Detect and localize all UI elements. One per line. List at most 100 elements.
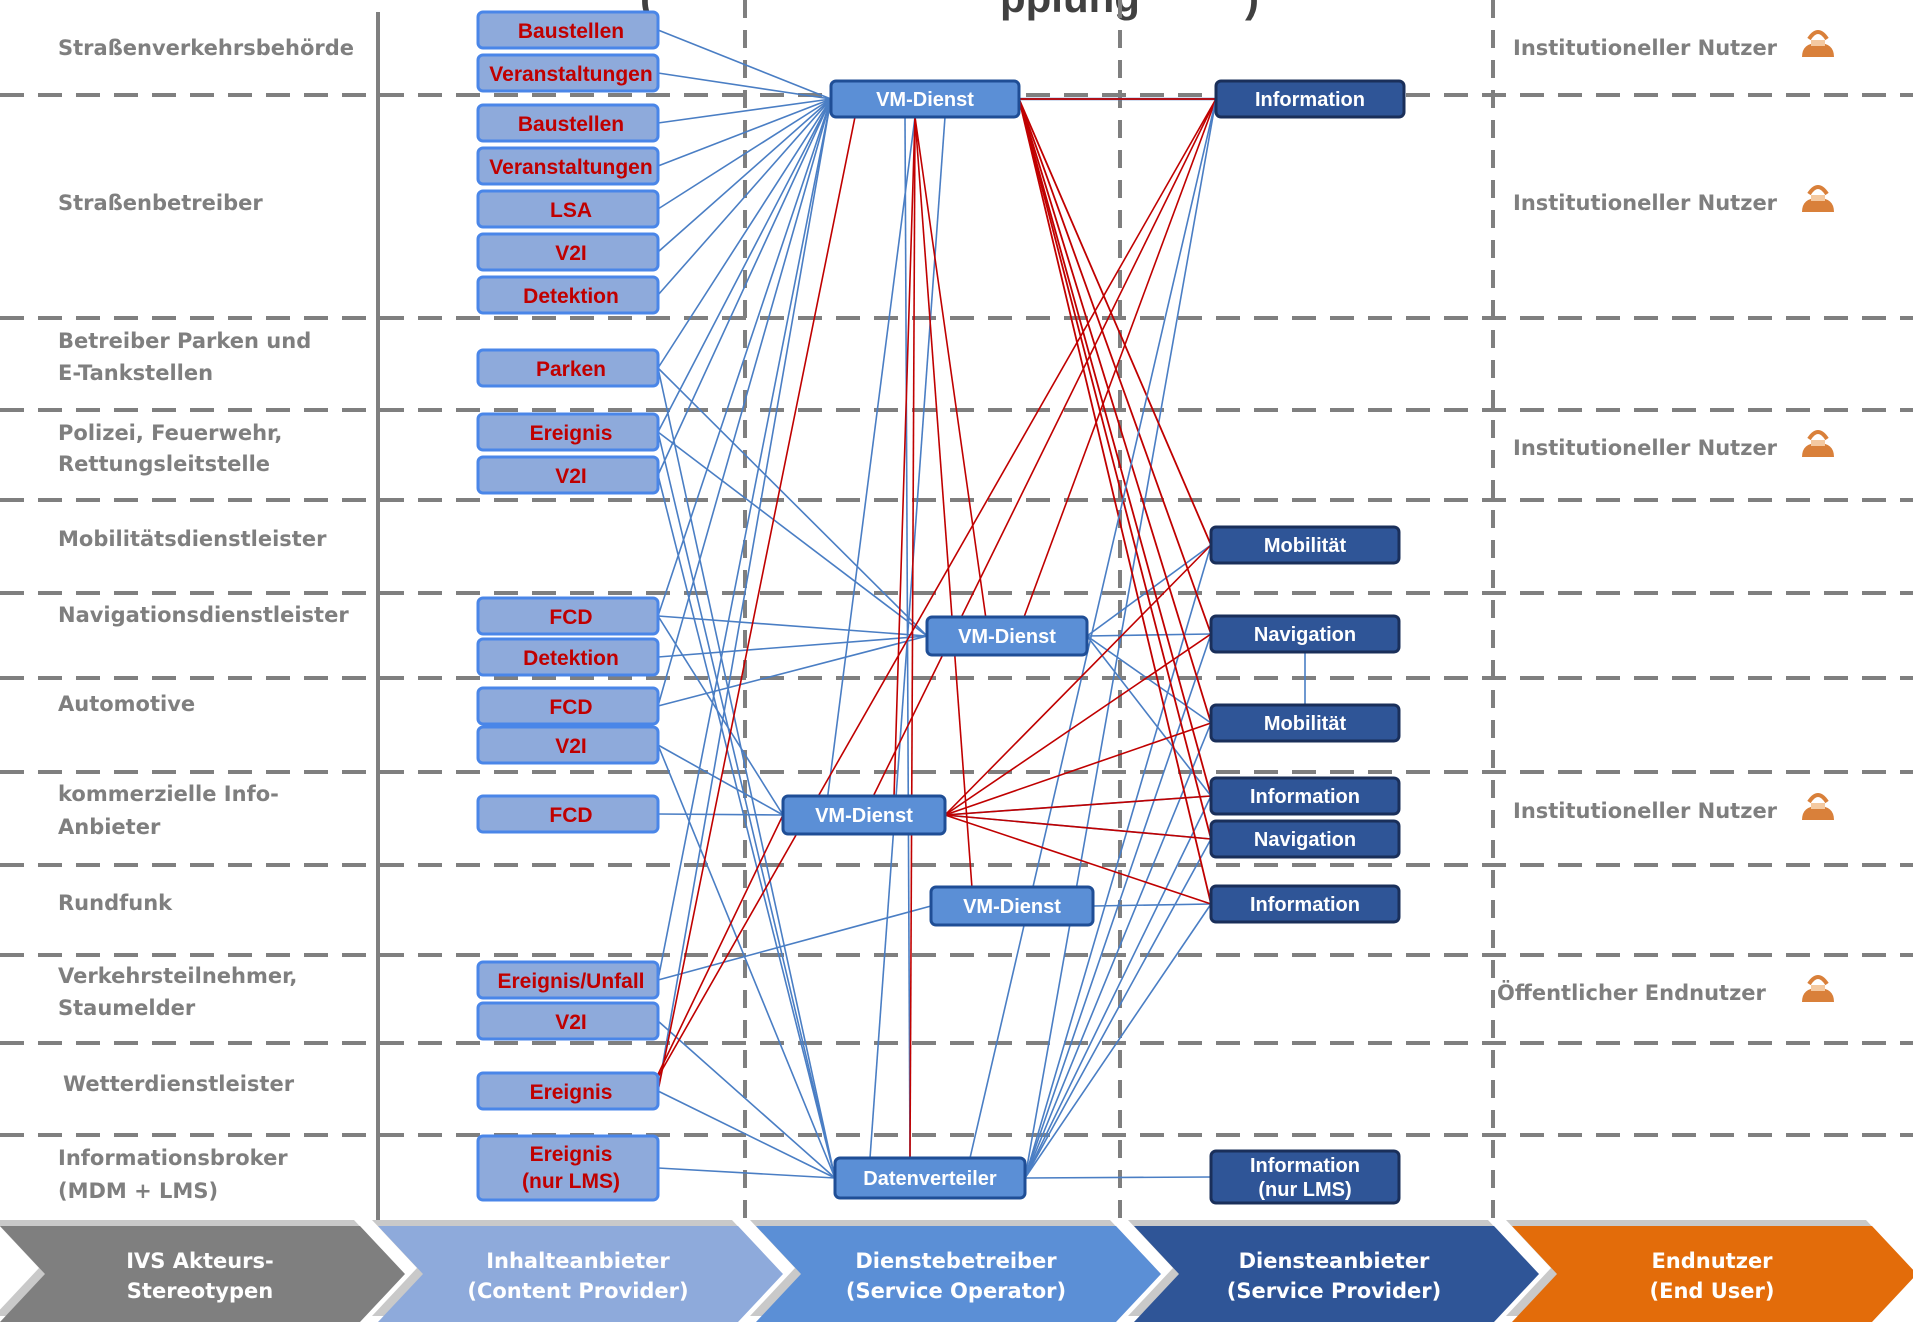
content-box[interactable]: Detektion xyxy=(476,637,660,677)
connection-line xyxy=(657,1020,836,1179)
footer-chevron-shape xyxy=(756,1226,1161,1322)
person-icon xyxy=(1802,793,1834,820)
content-box-label: LSA xyxy=(550,199,592,222)
content-box-rect xyxy=(476,103,660,143)
connection-line xyxy=(1024,795,1212,1179)
provider-node[interactable]: Information xyxy=(1209,884,1401,924)
content-box[interactable]: Veranstaltungen xyxy=(476,146,660,186)
footer-chevron-subtitle: (Service Provider) xyxy=(1227,1279,1442,1303)
provider-node-label: Mobilität xyxy=(1264,713,1347,735)
connection-line xyxy=(944,795,1212,816)
footer-chevron: IVS Akteurs-Stereotypen xyxy=(0,1220,405,1322)
connection-line xyxy=(649,98,1217,1092)
provider-node-rect xyxy=(1209,819,1401,859)
content-box[interactable]: V2I xyxy=(476,1001,660,1041)
actor-label-line1: Polizei, Feuerwehr, xyxy=(58,421,282,445)
datenverteiler-node[interactable]: Datenverteiler xyxy=(833,1156,1027,1200)
connection-line xyxy=(1092,903,1212,907)
title-fragment: ( pplung ) xyxy=(640,0,1259,21)
content-box-label: Baustellen xyxy=(518,20,624,43)
connection-line xyxy=(657,98,832,253)
vm-dienst-node[interactable]: VM-Dienst xyxy=(929,885,1095,927)
content-box[interactable]: Detektion xyxy=(476,275,660,315)
connection-line xyxy=(944,722,1212,816)
content-box[interactable]: Ereignis xyxy=(476,1071,660,1111)
operator-node-label: VM-Dienst xyxy=(876,89,974,111)
provider-node[interactable]: Information xyxy=(1214,79,1406,119)
vm-dienst-node[interactable]: VM-Dienst xyxy=(781,794,947,836)
content-box[interactable]: FCD xyxy=(476,794,660,834)
content-box-rect xyxy=(476,1134,660,1202)
end-user: Institutioneller Nutzer xyxy=(1513,793,1834,823)
connection-line xyxy=(657,98,832,1092)
footer-chevron-shape xyxy=(1134,1226,1539,1322)
end-user-label: Öffentlicher Endnutzer xyxy=(1497,980,1767,1005)
actor-label: Automotive xyxy=(58,692,195,716)
actor-label-line1: Mobilitätsdienstleister xyxy=(58,527,327,551)
footer-chevron-title: Dienstebetreiber xyxy=(855,1249,1057,1273)
content-box[interactable]: FCD xyxy=(476,686,660,726)
vm-dienst-node[interactable]: VM-Dienst xyxy=(925,615,1089,657)
footer-chevron: Inhalteanbieter(Content Provider) xyxy=(372,1220,783,1322)
content-box-label: V2I xyxy=(555,735,587,758)
connection-line xyxy=(863,98,1217,816)
connection-line xyxy=(1018,98,1212,905)
connection-line xyxy=(944,814,1212,840)
footer-chevron-subtitle: (Service Operator) xyxy=(846,1279,1066,1303)
connection-line xyxy=(1024,1176,1212,1179)
vm-dienst-node[interactable]: VM-Dienst xyxy=(829,79,1021,119)
connection-line xyxy=(657,474,836,1179)
provider-node-sublabel: (nur LMS) xyxy=(1258,1179,1351,1201)
provider-node-label: Navigation xyxy=(1254,624,1356,646)
end-user: Institutioneller Nutzer xyxy=(1513,185,1834,215)
provider-node[interactable]: Navigation xyxy=(1209,819,1401,859)
content-box[interactable]: V2I xyxy=(476,725,660,765)
provider-node[interactable]: Navigation xyxy=(1209,614,1401,654)
connection-line xyxy=(893,116,916,798)
operator-node-rect xyxy=(829,79,1021,119)
content-box[interactable]: Baustellen xyxy=(476,10,660,50)
content-box[interactable]: Ereignis xyxy=(476,412,660,452)
content-box[interactable]: FCD xyxy=(476,596,660,636)
provider-node[interactable]: Mobilität xyxy=(1209,525,1401,565)
content-box[interactable]: Parken xyxy=(476,348,660,388)
footer-chevron-shape xyxy=(0,1226,405,1322)
content-box[interactable]: LSA xyxy=(476,189,660,229)
actor-label-line1: Straßenbetreiber xyxy=(58,191,263,215)
provider-node[interactable]: Information(nur LMS) xyxy=(1209,1149,1401,1205)
content-box-rect xyxy=(476,725,660,765)
content-box-label: FCD xyxy=(549,606,592,629)
connection-line xyxy=(944,544,1212,816)
end-user-label: Institutioneller Nutzer xyxy=(1513,799,1778,823)
connection-line xyxy=(657,1167,836,1179)
content-box[interactable]: Veranstaltungen xyxy=(476,53,660,93)
actor-label-line2: (MDM + LMS) xyxy=(58,1179,218,1203)
provider-node[interactable]: Information xyxy=(1209,776,1401,816)
connection-line xyxy=(657,431,928,637)
content-box-label: Ereignis xyxy=(530,1081,613,1104)
provider-node-label: Information xyxy=(1250,786,1360,808)
connection-line xyxy=(657,98,832,617)
provider-node[interactable]: Mobilität xyxy=(1209,703,1401,743)
provider-node-rect xyxy=(1214,79,1406,119)
content-box-rect xyxy=(476,637,660,677)
provider-node-rect xyxy=(1209,525,1401,565)
connection-line xyxy=(657,367,836,1179)
actor-label: Informationsbroker(MDM + LMS) xyxy=(58,1146,288,1203)
operator-node-rect xyxy=(781,794,947,836)
connection-line xyxy=(1086,544,1212,637)
content-box[interactable]: V2I xyxy=(476,232,660,272)
footer-chevron-subtitle: Stereotypen xyxy=(127,1279,273,1303)
actor-labels: StraßenverkehrsbehördeStraßenbetreiberBe… xyxy=(58,36,354,1203)
connection-line xyxy=(657,116,856,1092)
content-box[interactable]: V2I xyxy=(476,455,660,495)
actor-label-line1: Straßenverkehrsbehörde xyxy=(58,36,354,60)
content-box[interactable]: Ereignis/Unfall xyxy=(476,960,660,1000)
content-box[interactable]: Baustellen xyxy=(476,103,660,143)
actor-label: Mobilitätsdienstleister xyxy=(58,527,327,551)
content-box[interactable]: Ereignis(nur LMS) xyxy=(476,1134,660,1202)
connection-line xyxy=(1018,98,1212,840)
provider-node-rect xyxy=(1209,703,1401,743)
provider-node-label: Navigation xyxy=(1254,829,1356,851)
actor-label-line1: Betreiber Parken und xyxy=(58,329,311,353)
